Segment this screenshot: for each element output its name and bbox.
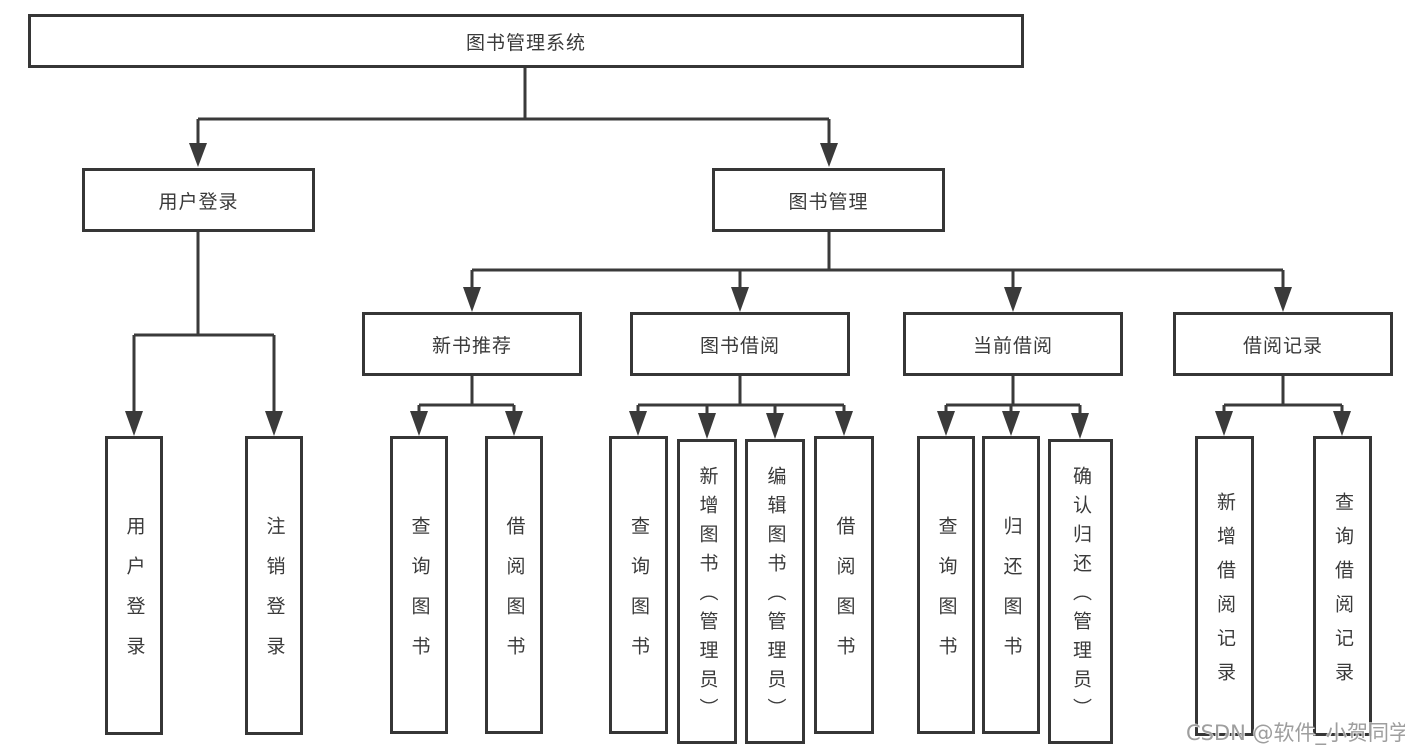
leaf-user-login: 用户登录	[105, 436, 163, 735]
leaf-add-borrow-record: 新增借阅记录	[1195, 436, 1254, 736]
leaf-edit-books-admin: 编辑图书（管理员）	[745, 439, 805, 744]
leaf-return-books: 归还图书	[982, 436, 1040, 734]
leaf-logout: 注销登录	[245, 436, 303, 735]
node-book-borrowing: 图书借阅	[630, 312, 850, 376]
node-new-book-recommend: 新书推荐	[362, 312, 582, 376]
leaf-borrowing-borrow-books: 借阅图书	[814, 436, 874, 734]
leaf-query-borrow-record: 查询借阅记录	[1313, 436, 1372, 736]
node-library-management-system: 图书管理系统	[28, 14, 1024, 68]
leaf-borrowing-query-books: 查询图书	[609, 436, 668, 734]
node-borrowing-records: 借阅记录	[1173, 312, 1393, 376]
leaf-add-books-admin: 新增图书（管理员）	[677, 439, 737, 744]
tree-edges	[132, 68, 1344, 416]
node-user-login: 用户登录	[82, 168, 315, 232]
leaf-confirm-return-admin: 确认归还（管理员）	[1048, 439, 1113, 744]
csdn-watermark: CSDN @软件_小贺同学	[1186, 721, 1405, 745]
leaf-current-query-books: 查询图书	[917, 436, 975, 734]
arrowheads	[125, 143, 1351, 439]
leaf-recommend-query-books: 查询图书	[390, 436, 448, 734]
node-book-management: 图书管理	[712, 168, 945, 232]
leaf-recommend-borrow-books: 借阅图书	[485, 436, 543, 734]
node-current-borrowing: 当前借阅	[903, 312, 1123, 376]
